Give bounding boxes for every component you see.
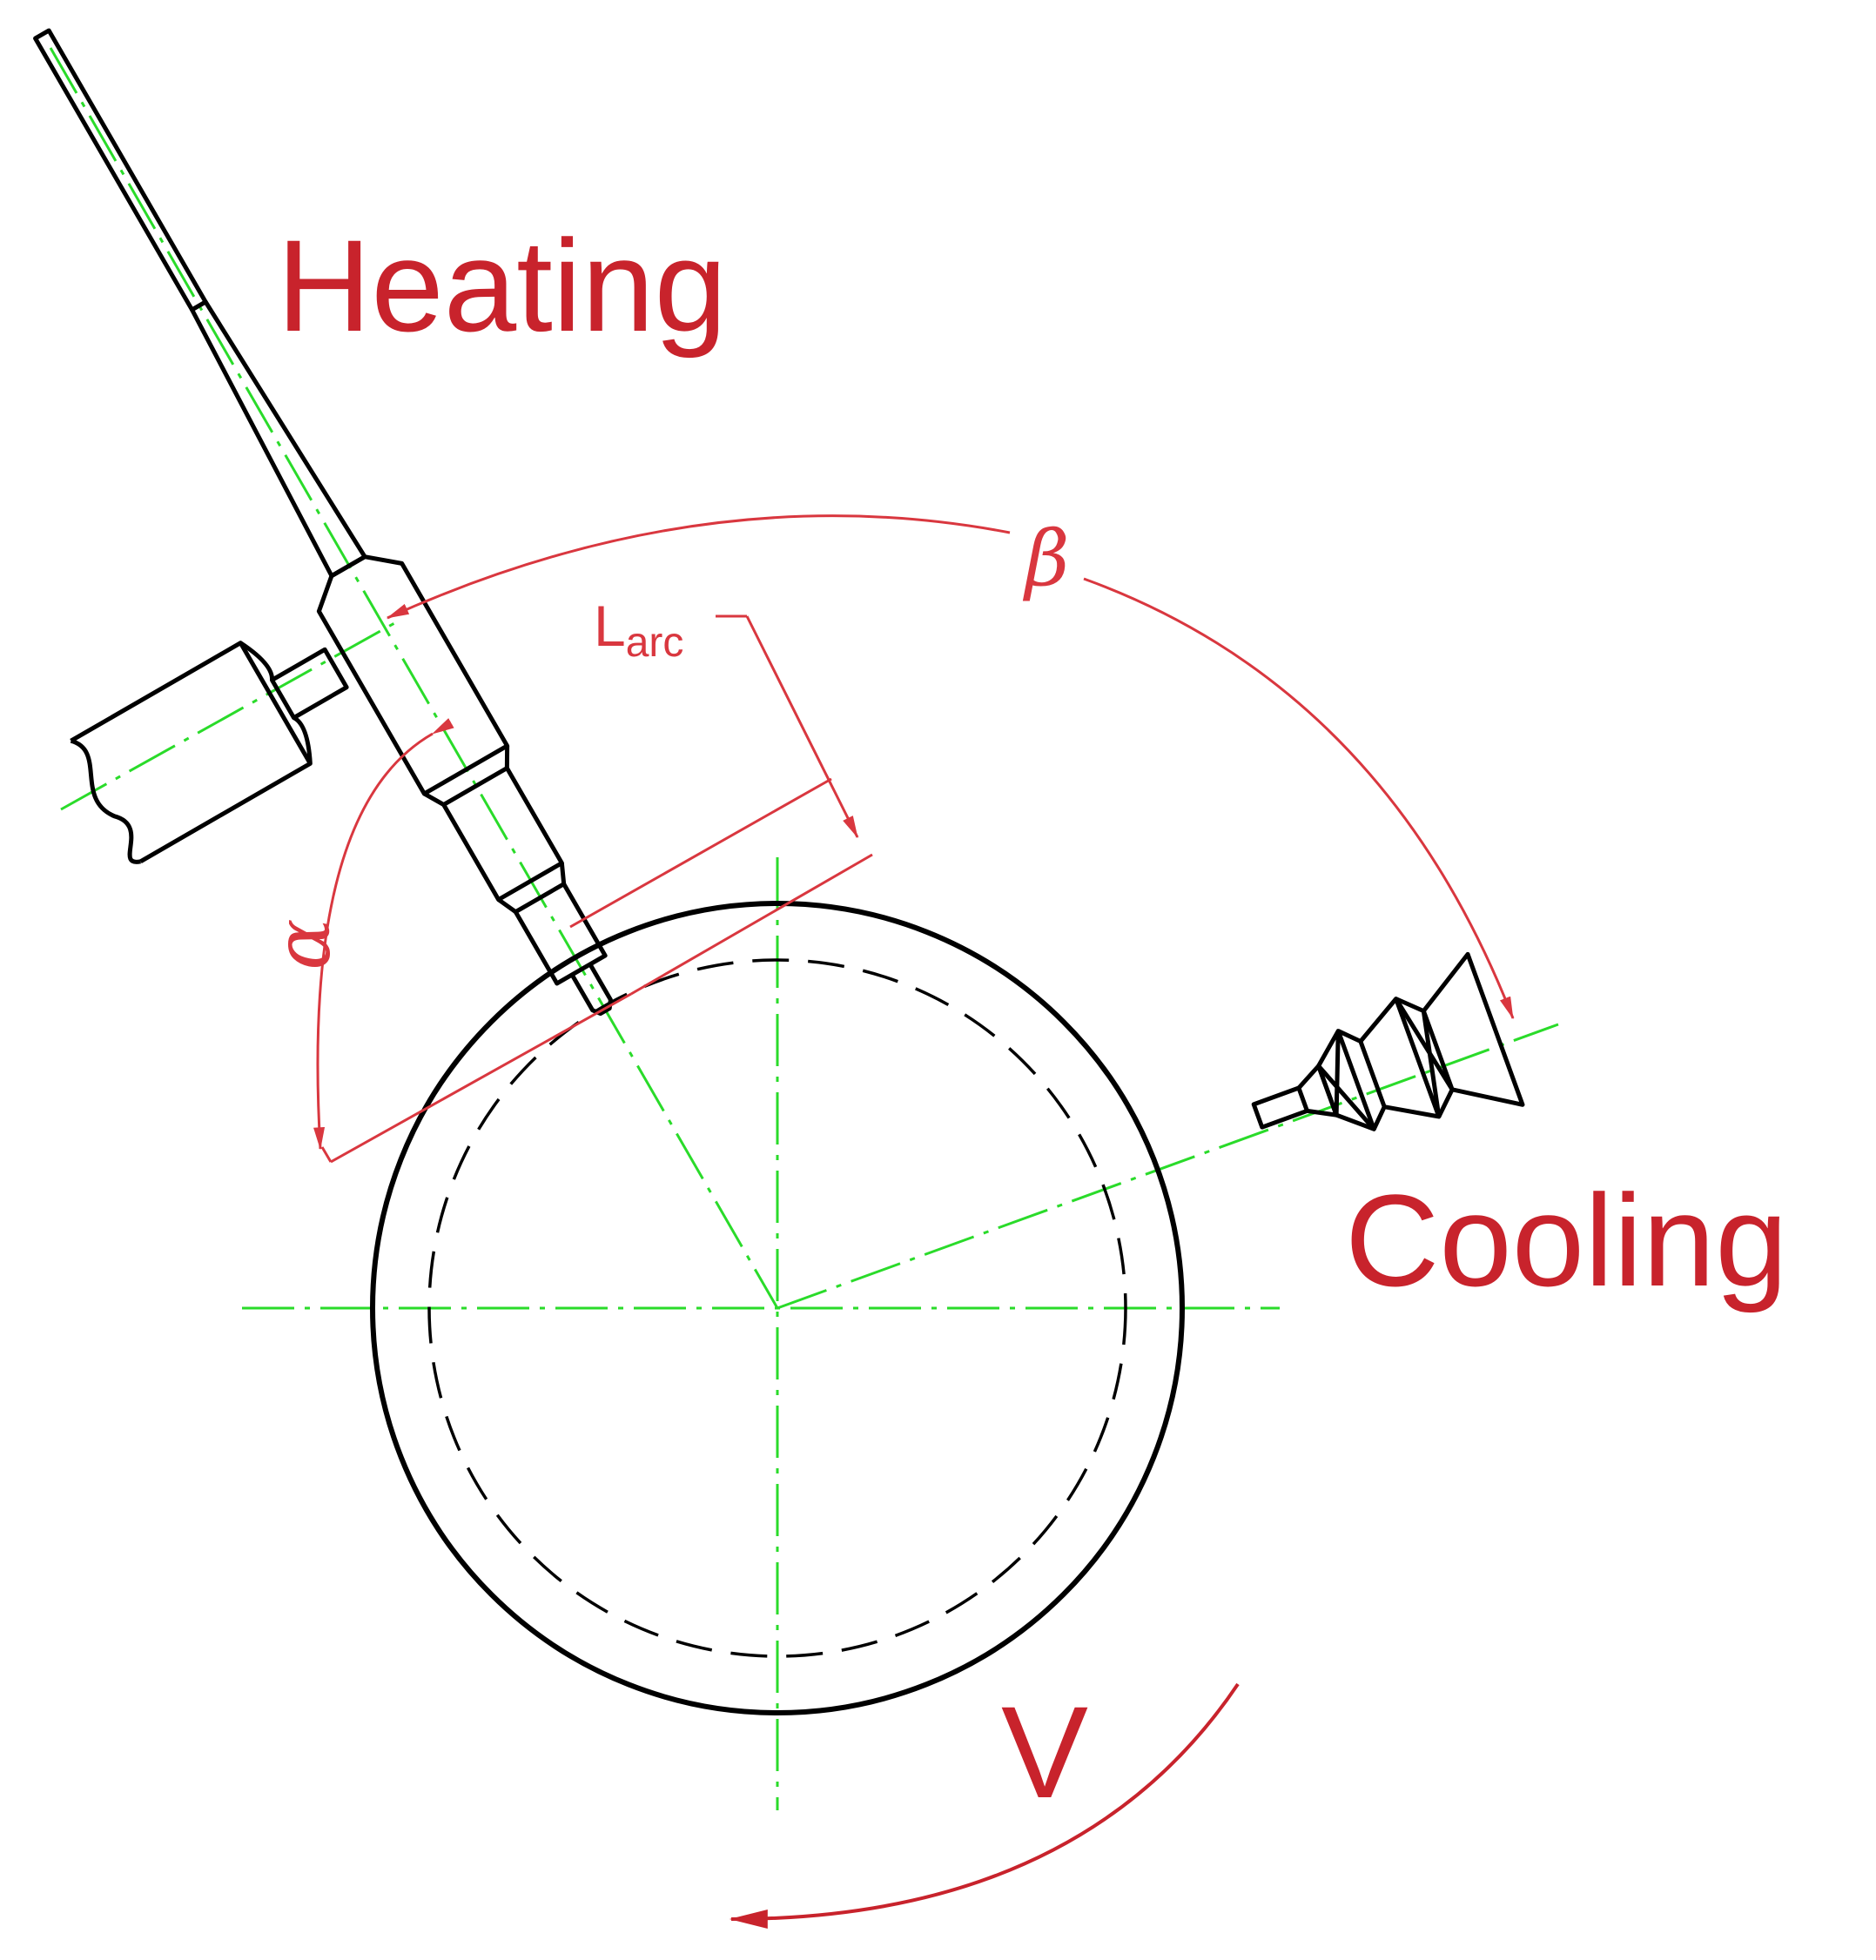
heating-label: Heating: [277, 212, 727, 359]
heater-axis-line: [49, 47, 779, 1309]
cooler-axis-line: [777, 1023, 1559, 1310]
beta-label: β: [1023, 513, 1070, 603]
velocity-arc: [729, 1682, 1240, 1929]
alpha-arc: [313, 718, 454, 1151]
heating-torch: [33, 28, 613, 1017]
arc-length-ext-top: [569, 777, 832, 929]
cooling-label: Cooling: [1345, 1167, 1788, 1313]
center-lines: [49, 47, 1559, 1810]
workpiece-outer-circle: [370, 901, 1185, 1715]
beta-arc-left: [386, 514, 1011, 620]
arc-length-tangent: [330, 992, 632, 1164]
dimensions: [313, 514, 1515, 1929]
heater-holder: [70, 641, 349, 864]
cooling-nozzle: [1251, 951, 1525, 1131]
workpiece-inner-dashed-circle: [427, 958, 1127, 1658]
heater-holder-axis-line: [60, 621, 397, 811]
velocity-label: V: [1001, 1679, 1088, 1825]
arc-length-leader: [745, 615, 859, 839]
beta-arc-right: [1083, 577, 1515, 1020]
alpha-label: α: [258, 918, 347, 970]
arc-length-symbol: L: [594, 594, 626, 658]
arc-length-tick: [320, 1146, 333, 1163]
arc-length-ext-bottom: [630, 853, 873, 996]
arc-length-subscript: arc: [626, 620, 684, 666]
arc-length-label: Larc: [594, 594, 683, 666]
